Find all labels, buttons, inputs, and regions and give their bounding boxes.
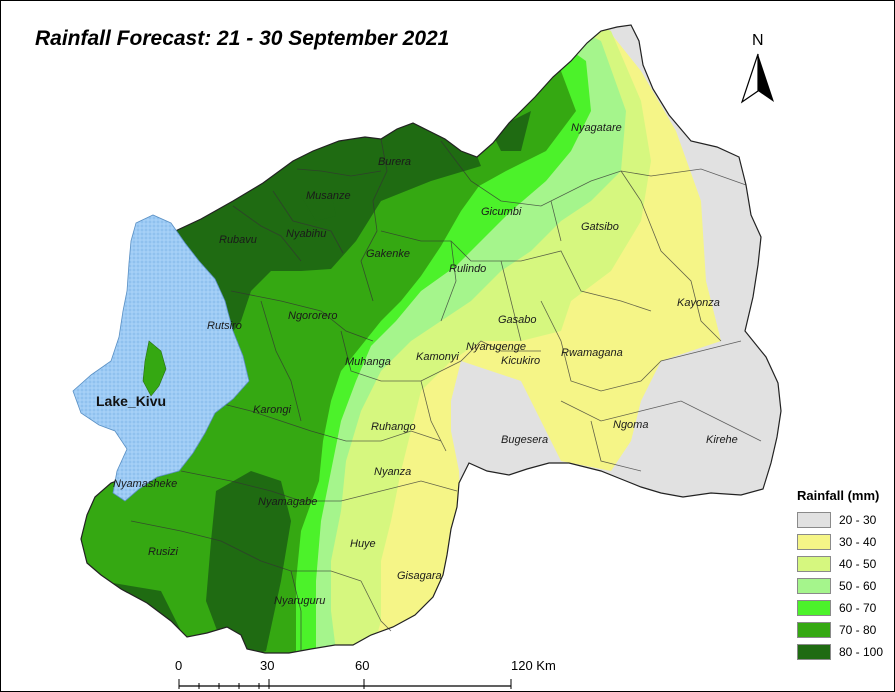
label-kirehe: Kirehe	[706, 434, 738, 446]
legend-swatch	[797, 600, 831, 616]
legend-label: 80 - 100	[839, 645, 884, 659]
label-nyagatare: Nyagatare	[571, 122, 622, 134]
label-nyarugenge: Nyarugenge	[466, 341, 526, 353]
label-gisagara: Gisagara	[397, 570, 442, 582]
label-rubavu: Rubavu	[219, 234, 257, 246]
north-arrow: N	[740, 32, 774, 104]
label-rusizi: Rusizi	[148, 546, 179, 558]
label-ngororero: Ngororero	[288, 310, 338, 322]
map-title: Rainfall Forecast: 21 - 30 September 202…	[35, 27, 450, 50]
legend-swatch	[797, 556, 831, 572]
label-muhanga: Muhanga	[345, 356, 391, 368]
label-rulindo: Rulindo	[449, 263, 486, 275]
country-outline	[80, 24, 782, 654]
legend-label: 50 - 60	[839, 579, 877, 593]
scale-label-120: 120 Km	[511, 658, 556, 673]
lake-island	[142, 340, 167, 397]
legend-swatch	[797, 578, 831, 594]
legend: Rainfall (mm) 20 - 30 30 - 40 40 - 50 50…	[797, 488, 883, 663]
lake-label: Lake_Kivu	[96, 393, 166, 409]
legend-label: 60 - 70	[839, 601, 877, 615]
legend-item: 60 - 70	[797, 597, 883, 619]
label-huye: Huye	[350, 538, 376, 550]
label-musanze: Musanze	[306, 190, 351, 202]
label-gatsibo: Gatsibo	[581, 221, 619, 233]
label-rutsiro: Rutsiro	[207, 320, 242, 332]
label-ngoma: Ngoma	[613, 419, 648, 431]
legend-title: Rainfall (mm)	[797, 488, 880, 503]
legend-item: 40 - 50	[797, 553, 883, 575]
legend-label: 30 - 40	[839, 535, 877, 549]
legend-item: 20 - 30	[797, 509, 883, 531]
legend-item: 80 - 100	[797, 641, 883, 663]
legend-items: 20 - 30 30 - 40 40 - 50 50 - 60 60 - 70 …	[797, 509, 883, 663]
legend-swatch	[797, 622, 831, 638]
label-burera: Burera	[378, 156, 411, 168]
label-kayonza: Kayonza	[677, 297, 720, 309]
label-gakenke: Gakenke	[366, 248, 410, 260]
label-nyamagabe: Nyamagabe	[258, 496, 317, 508]
label-nyabihu: Nyabihu	[286, 228, 326, 240]
legend-item: 30 - 40	[797, 531, 883, 553]
scale-bar: 0 30 60 120 Km	[175, 658, 556, 689]
legend-swatch	[797, 644, 831, 660]
legend-swatch	[797, 534, 831, 550]
north-label: N	[752, 32, 764, 49]
label-bugesera: Bugesera	[501, 434, 548, 446]
label-nyanza: Nyanza	[374, 466, 411, 478]
scale-label-0: 0	[175, 658, 182, 673]
label-karongi: Karongi	[253, 404, 291, 416]
scale-label-60: 60	[355, 658, 369, 673]
label-gasabo: Gasabo	[498, 314, 537, 326]
legend-item: 70 - 80	[797, 619, 883, 641]
label-ruhango: Ruhango	[371, 421, 416, 433]
label-kamonyi: Kamonyi	[416, 351, 459, 363]
legend-label: 70 - 80	[839, 623, 877, 637]
scale-label-30: 30	[260, 658, 274, 673]
label-kicukiro: Kicukiro	[501, 355, 540, 367]
label-gicumbi: Gicumbi	[481, 206, 522, 218]
legend-swatch	[797, 512, 831, 528]
district-labels: Nyagatare Burera Musanze Gicumbi Gatsibo…	[113, 122, 738, 607]
legend-label: 40 - 50	[839, 557, 877, 571]
district-boundaries	[130, 138, 762, 651]
legend-item: 50 - 60	[797, 575, 883, 597]
label-nyamasheke: Nyamasheke	[113, 478, 177, 490]
label-nyaruguru: Nyaruguru	[274, 595, 325, 607]
legend-label: 20 - 30	[839, 513, 877, 527]
label-rwamagana: Rwamagana	[561, 347, 623, 359]
